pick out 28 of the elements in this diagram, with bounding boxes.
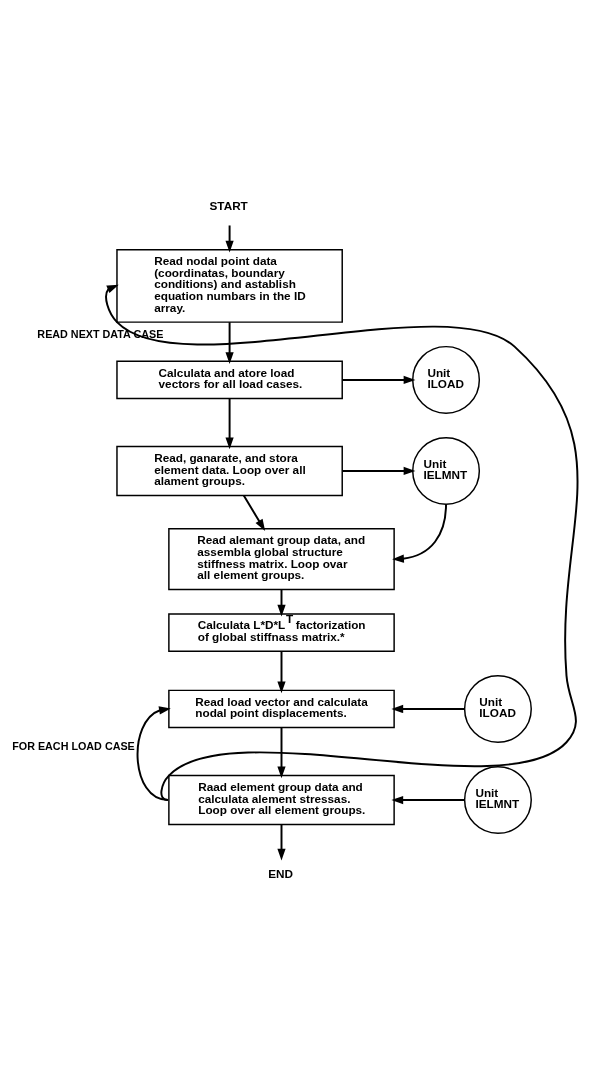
arrow — [225, 320, 234, 364]
arrow — [136, 705, 171, 801]
edge-label: FOR EACH LOAD CASE — [12, 739, 135, 752]
node-box: Read alemant group data, and assembla global structure stiffness matrix. Loop ovar all element groups. — [168, 527, 395, 590]
arrow — [277, 823, 286, 861]
arrow — [277, 726, 286, 778]
arrow — [225, 397, 234, 449]
arrow — [391, 795, 466, 804]
arrow — [242, 494, 266, 531]
node-box: Raad element group data and calculata alement stressas. Loop over all element groups. — [168, 774, 395, 825]
arrow — [105, 284, 579, 801]
arrow — [391, 704, 466, 713]
arrow — [341, 375, 416, 384]
arrow — [225, 224, 234, 252]
node-circle: Unit ILOAD — [412, 345, 481, 414]
node-circle: Unit ILOAD — [463, 674, 532, 743]
node-circle: Unit IELMNT — [412, 436, 481, 505]
node-box: Read nodal point data (coordinatas, boundary conditions) and astablish equation numbars in the ID array. — [116, 248, 343, 323]
node-circle: Unit IELMNT — [463, 765, 532, 834]
node-box: Calculata and atore load vectors for all load cases. — [116, 360, 343, 399]
node-text: START — [209, 198, 248, 212]
arrow — [277, 649, 286, 693]
node-box: Read load vector and calculata nodal point displacements. — [168, 689, 395, 728]
node-box: Read, ganarate, and stora element data. Loop over all alament groups. — [116, 445, 343, 496]
arrow — [392, 502, 447, 563]
edge-label: READ NEXT DATA CASE — [37, 327, 164, 340]
node-text: END — [268, 866, 294, 880]
arrow — [341, 466, 416, 475]
